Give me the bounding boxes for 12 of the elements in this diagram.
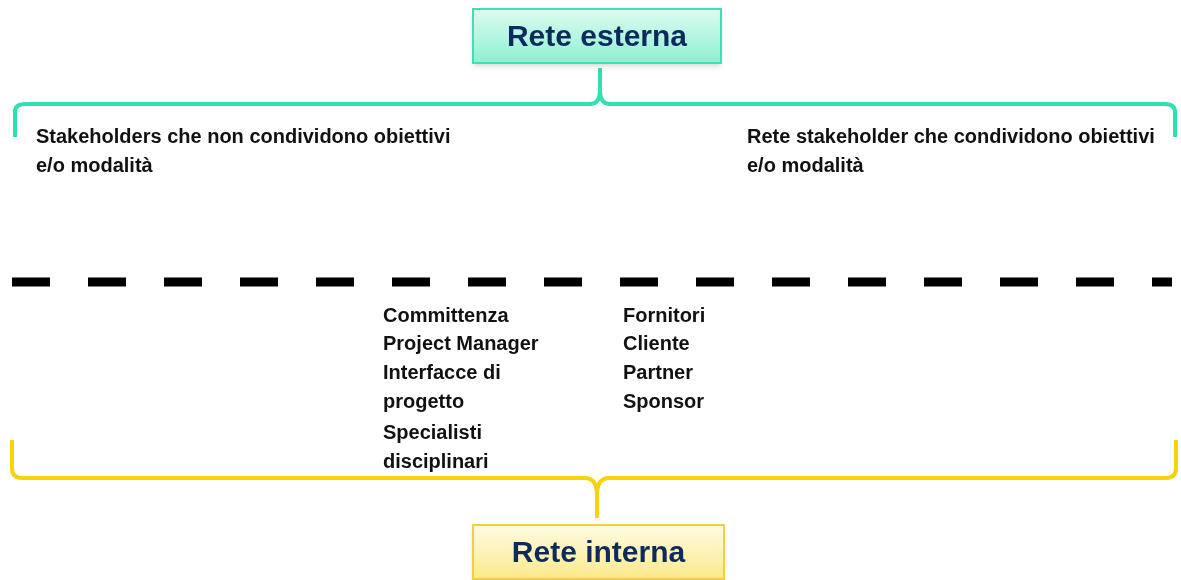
label-text: Partner [623,360,695,385]
title-box: Rete esterna [472,8,722,64]
label-text: Rete stakeholder che condividono obiettivi e/o modalità [747,124,1156,178]
label-text: Stakeholders che non condividono obiettivi e/o modalità [36,124,452,178]
label-text: Sponsor [623,389,706,414]
label-text: Cliente [623,331,691,356]
title-box: Rete interna [472,524,725,580]
label-text: Specialisti disciplinari [383,420,490,474]
label-text: Fornitori [623,303,707,328]
label-text: Project Manager [383,331,540,356]
label-text: Committenza [383,303,510,328]
label-text: Interfacce di progetto [383,360,502,414]
